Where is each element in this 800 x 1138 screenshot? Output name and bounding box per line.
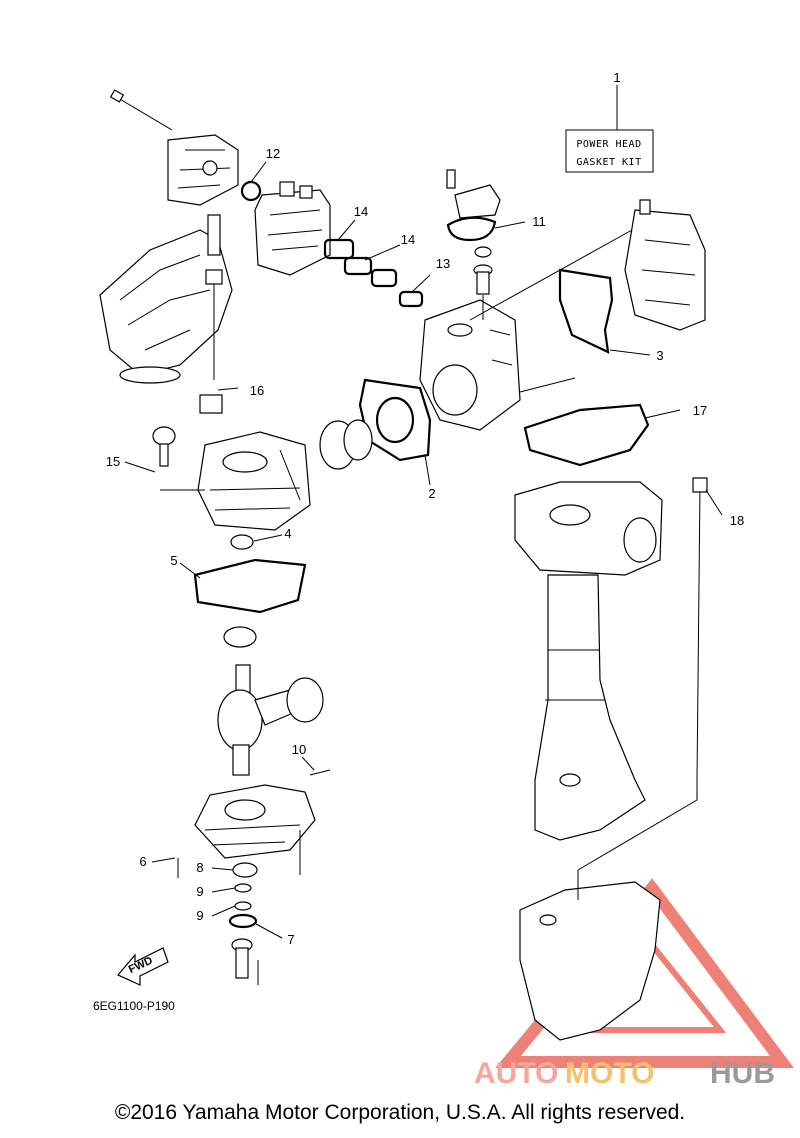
callout-15: 15 <box>106 454 120 469</box>
kit-box-line1: POWER HEAD <box>576 139 641 150</box>
callout-16: 16 <box>250 383 264 398</box>
valve-stem <box>473 246 493 320</box>
carburetor-cover <box>167 134 239 206</box>
flywheel-cover <box>99 229 233 384</box>
watermark-text: AUTO MOTO HUB <box>474 1057 775 1090</box>
oil-dipstick <box>152 426 176 467</box>
fwd-arrow-icon: FWD <box>117 947 169 986</box>
callout-14b: 14 <box>401 232 415 247</box>
cylinder-sleeve <box>319 419 373 470</box>
washer-9b <box>234 901 252 911</box>
watermark-part1: AUTO <box>474 1057 558 1090</box>
callout-9b: 9 <box>196 908 203 923</box>
watermark-part3: HUB <box>710 1057 775 1090</box>
callout-5: 5 <box>170 553 177 568</box>
cylinder-head <box>419 299 521 431</box>
diagram-code: 6EG1100-P190 <box>93 999 175 1013</box>
cylinder-block <box>197 431 311 531</box>
bearing <box>223 626 257 648</box>
washer-9a <box>234 883 252 893</box>
callout-7: 7 <box>287 932 294 947</box>
upper-casing <box>514 481 663 576</box>
callout-10: 10 <box>292 742 306 757</box>
kit-box-line2: GASKET KIT <box>576 157 641 168</box>
callout-13: 13 <box>436 256 450 271</box>
crankshaft <box>217 664 324 776</box>
leader-lines <box>124 161 723 939</box>
oil-seal-8 <box>232 862 258 878</box>
head-gasket <box>358 378 432 462</box>
watermark-part2: MOTO <box>565 1057 654 1090</box>
water-pipe <box>577 477 708 871</box>
callout-14a: 14 <box>354 204 368 219</box>
small-bolts <box>177 769 331 878</box>
callout-17: 17 <box>693 403 707 418</box>
o-ring-7 <box>228 913 258 929</box>
gasket-17 <box>523 403 650 467</box>
exhaust-bolt <box>519 377 576 393</box>
fuel-pump <box>446 169 501 242</box>
callout-6: 6 <box>139 854 146 869</box>
drive-shaft-housing <box>534 574 646 841</box>
intake-gaskets <box>240 180 424 308</box>
long-bolt <box>109 89 173 131</box>
callout-1: 1 <box>613 70 620 85</box>
lower-crankcase <box>194 784 316 859</box>
oil-seal-4 <box>230 534 254 550</box>
lower-unit <box>519 870 661 1041</box>
copyright-notice: ©2016 Yamaha Motor Corporation, U.S.A. A… <box>114 1101 686 1124</box>
drive-shaft-bushing <box>231 938 259 985</box>
cylinder-head-cover <box>624 199 706 331</box>
callout-3: 3 <box>656 348 663 363</box>
gasket-3 <box>558 268 614 354</box>
callout-8: 8 <box>196 860 203 875</box>
carburetor <box>254 181 331 276</box>
callout-18: 18 <box>730 513 744 528</box>
callout-4: 4 <box>284 526 291 541</box>
gasket-kit-box: POWER HEAD GASKET KIT <box>565 85 654 173</box>
thermo-switch <box>199 214 223 414</box>
callout-9a: 9 <box>196 884 203 899</box>
callout-12: 12 <box>266 146 280 161</box>
callout-2: 2 <box>428 486 435 501</box>
callout-11: 11 <box>532 214 546 229</box>
gasket-5 <box>193 558 307 614</box>
